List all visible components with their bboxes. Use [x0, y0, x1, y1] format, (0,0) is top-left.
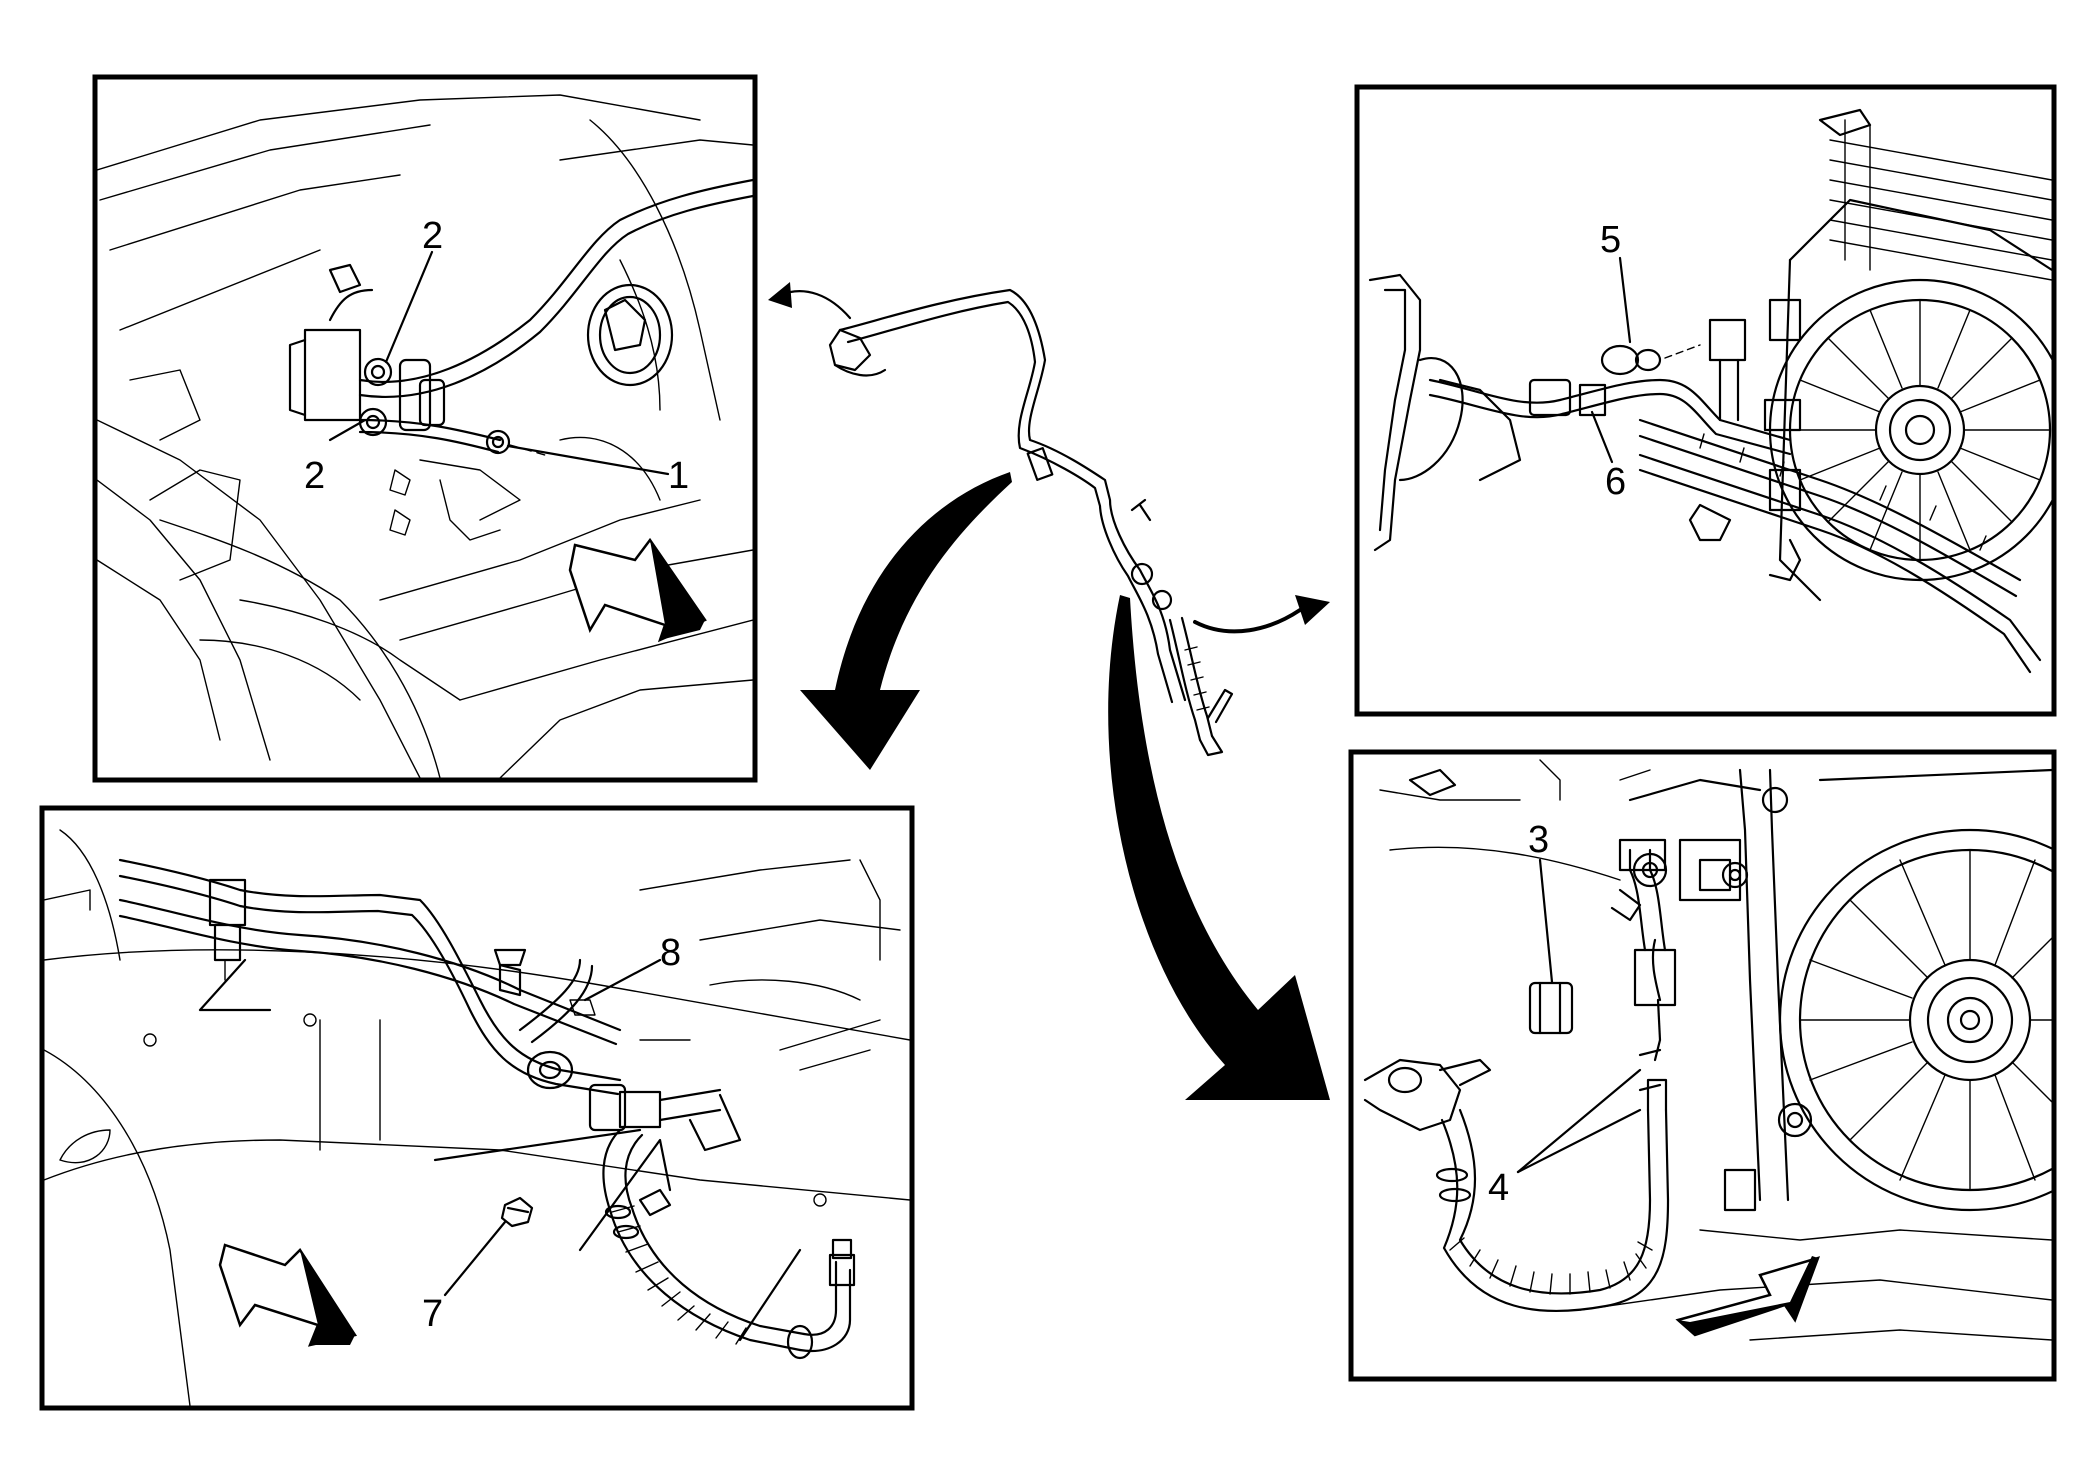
callout-5: 5 — [1600, 219, 1621, 261]
overview-arrows — [768, 282, 1330, 1100]
detail-panel-top-left: 2 2 1 — [92, 74, 758, 783]
callout-8: 8 — [660, 932, 681, 974]
callout-7: 7 — [422, 1293, 443, 1335]
leader-7 — [443, 1220, 507, 1297]
detail-panel-bottom-right: 3 4 — [1348, 749, 2057, 1382]
callout-6: 6 — [1605, 461, 1626, 503]
callout-2-upper: 2 — [422, 215, 443, 257]
overview-line-assembly — [828, 288, 1234, 757]
callout-1: 1 — [668, 455, 689, 497]
detail-panel-bottom-left: 8 7 — [39, 805, 915, 1411]
detail-panel-top-right: 5 6 — [1354, 84, 2057, 717]
callout-2-lower: 2 — [304, 455, 325, 497]
callout-4: 4 — [1488, 1167, 1509, 1209]
callout-3: 3 — [1528, 819, 1549, 861]
